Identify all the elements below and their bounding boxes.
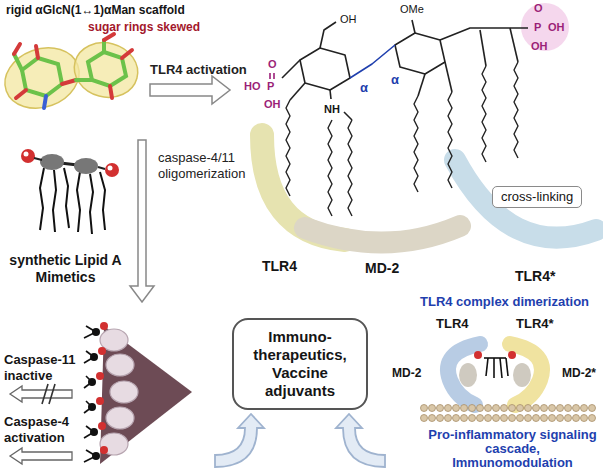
atom-label: HO bbox=[244, 80, 261, 93]
node-text: cross-linking bbox=[501, 189, 573, 205]
anomer-label: α bbox=[391, 72, 399, 88]
atom-label: NH bbox=[324, 103, 340, 116]
atom-label: P bbox=[534, 21, 541, 34]
protein-label: MD-2 bbox=[365, 260, 399, 277]
atom-label: OMe bbox=[400, 3, 424, 16]
outcome-box: Immuno-therapeutics, Vaccine adjuvants bbox=[232, 318, 368, 410]
compound-label: synthetic Lipid A Mimetics bbox=[8, 252, 123, 286]
atom-label: OH bbox=[340, 13, 357, 26]
atom-label: O bbox=[534, 2, 543, 15]
callout-box: cross-linking bbox=[492, 186, 582, 208]
atom-label: OH bbox=[548, 21, 565, 34]
atom-label: OH bbox=[264, 98, 281, 111]
atom-label: O bbox=[268, 58, 277, 71]
outcome-label: Caspase-11 inactive bbox=[4, 352, 84, 383]
protein-label: MD-2* bbox=[562, 366, 596, 380]
process-label: TLR4 complex dimerization bbox=[420, 294, 589, 310]
protein-label: TLR4 bbox=[436, 316, 469, 332]
arrow-label: caspase-4/11 oligomerization bbox=[158, 150, 258, 181]
process-label: Pro-inflammatory signaling cascade, Immu… bbox=[425, 428, 600, 470]
protein-label: TLR4* bbox=[516, 316, 554, 332]
node-text: Immuno-therapeutics, Vaccine adjuvants bbox=[240, 328, 360, 400]
scaffold-label: rigid αGlcN(1↔1)αMan scaffold bbox=[6, 3, 185, 17]
atom-label: P bbox=[267, 80, 274, 93]
anomer-label: α bbox=[360, 80, 368, 96]
protein-label: TLR4* bbox=[515, 268, 555, 285]
protein-label: TLR4 bbox=[262, 258, 297, 275]
feature-label: sugar rings skewed bbox=[88, 20, 200, 34]
protein-label: MD-2 bbox=[392, 366, 421, 380]
outcome-label: Caspase-4 activation bbox=[4, 414, 84, 445]
arrow-label: TLR4 activation bbox=[150, 62, 247, 78]
atom-label: OH bbox=[531, 40, 548, 53]
